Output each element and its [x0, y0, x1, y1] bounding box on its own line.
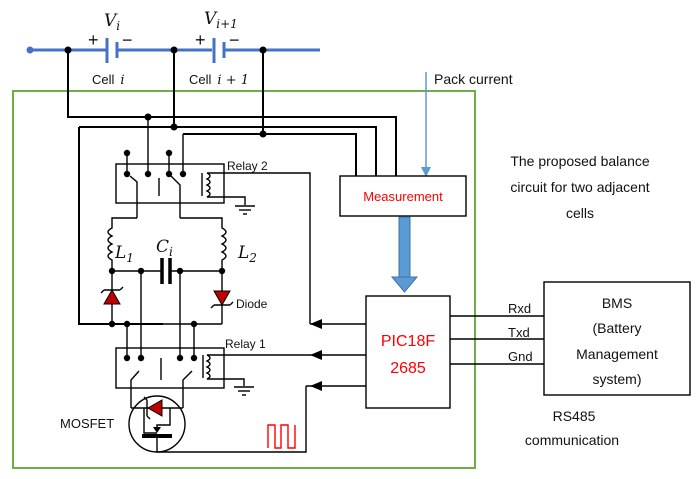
rs485-label: RS485	[553, 408, 596, 424]
diode-label: Diode	[236, 297, 268, 311]
inductor-l2-label: L2	[237, 243, 257, 265]
bms-line: (Battery	[592, 320, 641, 336]
mosfet: MOSFET	[60, 386, 307, 453]
inductor-l1-label: L1	[114, 243, 134, 265]
cell-i-voltage: Vi	[104, 11, 120, 33]
pwm-signal-icon	[267, 424, 296, 449]
caption-line: cells	[566, 205, 594, 221]
bms-line: Management	[576, 346, 658, 362]
capacitor-label: Ci	[156, 237, 173, 259]
diode-right: Diode	[210, 271, 268, 324]
inductor-l1	[107, 217, 137, 271]
relay-1-label: Relay 1	[225, 337, 266, 351]
measurement-label: Measurement	[363, 189, 443, 204]
rs485-label-2: communication	[525, 432, 619, 448]
mcu-block: PIC18F 2685	[365, 295, 451, 409]
caption-line: circuit for two adjacent	[510, 179, 649, 195]
cell-i1-voltage: Vi+1	[204, 9, 238, 31]
cell-i-plus: +	[88, 30, 99, 50]
bms-block: BMS (Battery Management system)	[543, 281, 691, 396]
caption-line: The proposed balance	[510, 153, 650, 169]
diode-left	[100, 271, 124, 324]
bus-terminal	[26, 46, 34, 54]
mcu-label-line1: PIC18F	[381, 333, 435, 350]
ground-icon	[235, 205, 255, 215]
cell-i1-minus: −	[229, 30, 240, 50]
measurement-block: Measurement	[339, 175, 467, 217]
lc-tank: L1 L2 Ci	[107, 217, 257, 284]
bms-line: system)	[593, 371, 642, 387]
mosfet-label: MOSFET	[60, 416, 114, 431]
mcu-label-line2: 2685	[390, 360, 426, 377]
ground-icon	[234, 386, 254, 396]
rs485-lines: Rxd Txd Gnd	[450, 301, 544, 365]
relay-2-label: Relay 2	[227, 159, 268, 173]
cell-i-minus: −	[122, 30, 133, 50]
inductor-l2	[180, 217, 227, 271]
balance-circuit-enclosure	[12, 90, 476, 469]
relay-2: Relay 2	[115, 117, 311, 324]
cell-i1-plus: +	[195, 30, 206, 50]
pack-current-label: Pack current	[434, 71, 513, 87]
txd-label: Txd	[508, 325, 530, 340]
rxd-label: Rxd	[508, 301, 531, 316]
gnd-label: Gnd	[508, 349, 533, 364]
bms-line: BMS	[602, 295, 632, 311]
data-flow-arrow	[390, 216, 419, 293]
pack-current-arrow: Pack current	[421, 71, 513, 177]
mcu-output-arrows	[306, 319, 366, 391]
relay-1: Relay 1	[115, 271, 370, 408]
